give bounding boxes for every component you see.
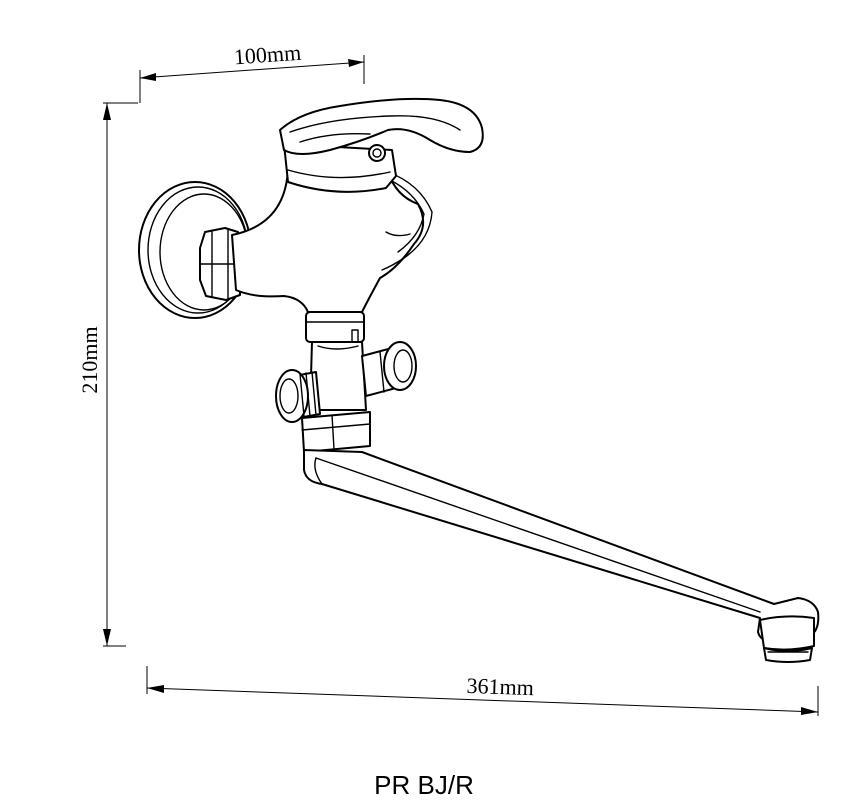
faucet-lever-handle [279, 97, 484, 162]
faucet-technical-drawing: 100mm 210mm 361mm [77, 40, 820, 716]
spout-aerator [759, 615, 815, 663]
side-outlet-right [361, 341, 417, 397]
faucet-body-drawing [138, 97, 820, 663]
dimension-width-top-label: 100mm [233, 40, 302, 70]
spout-swivel-nut [301, 411, 371, 453]
dimension-width-bottom: 361mm [146, 666, 819, 716]
threaded-outlet-left [275, 369, 321, 423]
long-spout [303, 449, 820, 643]
cartridge-cap [283, 143, 397, 193]
dimension-height-left: 210mm [77, 102, 138, 647]
dimension-width-top: 100mm [139, 40, 365, 103]
dimension-height-left-label: 210mm [77, 326, 102, 393]
upper-collar [305, 311, 365, 343]
dimension-width-bottom-label: 361mm [466, 673, 534, 700]
model-code-label: PR BJ/R [374, 770, 474, 800]
